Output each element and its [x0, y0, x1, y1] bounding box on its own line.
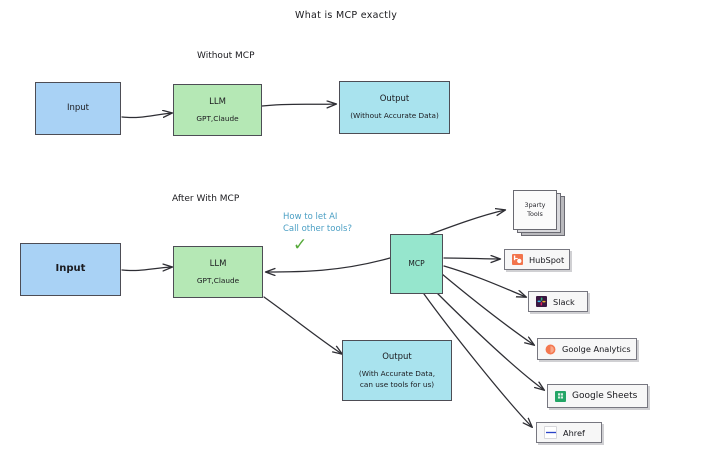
annotation-question-line2: Call other tools?	[283, 224, 352, 234]
arrow-mcp-to-llm	[266, 257, 391, 272]
node-llm-row1[interactable]: LLM GPT,Claude	[173, 84, 262, 136]
node-output-row2-subtitle-line2: can use tools for us)	[359, 379, 435, 389]
node-llm-row2-subtitle: GPT,Claude	[196, 275, 240, 285]
node-input-row2[interactable]: Input	[20, 243, 121, 296]
tool-ahref-label: Ahref	[563, 427, 585, 438]
arrow-input-to-llm-row1	[121, 113, 172, 119]
stacked-cards-icon-front: 3party Tools	[513, 190, 557, 230]
node-output-row2-title: Output	[382, 351, 412, 362]
arrow-mcp-to-google-analytics	[441, 273, 534, 345]
tool-hubspot[interactable]: HubSpot	[504, 249, 570, 270]
tool-ahref[interactable]: Ahref	[536, 422, 602, 443]
google-sheets-icon	[555, 390, 566, 402]
node-input-row2-label: Input	[55, 263, 86, 275]
tool-google-analytics[interactable]: Goolge Analytics	[537, 338, 637, 360]
section-label-after-with-mcp: After With MCP	[172, 194, 240, 204]
annotation-question-line1: How to let AI	[283, 212, 338, 222]
tool-slack-label: Slack	[553, 296, 575, 307]
node-llm-row1-subtitle: GPT,Claude	[196, 113, 239, 123]
node-mcp-label: MCP	[408, 258, 425, 268]
node-input-row1[interactable]: Input	[35, 82, 121, 135]
node-llm-row1-title: LLM	[209, 96, 226, 107]
node-mcp[interactable]: MCP	[390, 234, 443, 294]
node-output-row2-subtitle-line1: (With Accurate Data,	[358, 369, 436, 379]
tool-3party-tools-label-line1: 3party	[524, 201, 546, 210]
arrow-mcp-to-hubspot	[443, 258, 500, 259]
slack-icon	[536, 296, 547, 307]
tool-google-analytics-label: Goolge Analytics	[562, 344, 631, 354]
check-mark-icon: ✓	[293, 235, 308, 255]
ahref-icon	[544, 426, 557, 439]
tool-google-sheets-label: Google Sheets	[572, 391, 638, 401]
hubspot-icon	[512, 254, 523, 265]
node-output-row1[interactable]: Output (Without Accurate Data)	[339, 81, 450, 134]
tool-slack[interactable]: Slack	[528, 291, 588, 312]
tool-3party-tools-label-line2: Tools	[527, 210, 543, 218]
node-llm-row2[interactable]: LLM GPT,Claude	[173, 246, 263, 298]
section-label-without-mcp: Without MCP	[197, 51, 255, 61]
node-input-row1-label: Input	[66, 103, 89, 114]
google-analytics-icon	[545, 344, 556, 355]
arrow-mcp-to-slack	[443, 265, 526, 297]
node-output-row1-title: Output	[379, 94, 410, 105]
arrow-llm-to-output-row1	[261, 104, 336, 106]
node-llm-row2-title: LLM	[209, 258, 227, 269]
page-title: What is MCP exactly	[295, 10, 398, 21]
arrow-input-to-llm-row2	[121, 267, 172, 271]
node-output-row1-subtitle: (Without Accurate Data)	[350, 111, 439, 121]
node-output-row2[interactable]: Output (With Accurate Data, can use tool…	[342, 340, 452, 401]
tool-hubspot-label: HubSpot	[529, 254, 565, 265]
tool-3party-tools[interactable]: 3party Tools	[513, 190, 565, 236]
tool-google-sheets[interactable]: Google Sheets	[547, 384, 648, 408]
arrow-llm-to-output-row2	[263, 296, 342, 354]
